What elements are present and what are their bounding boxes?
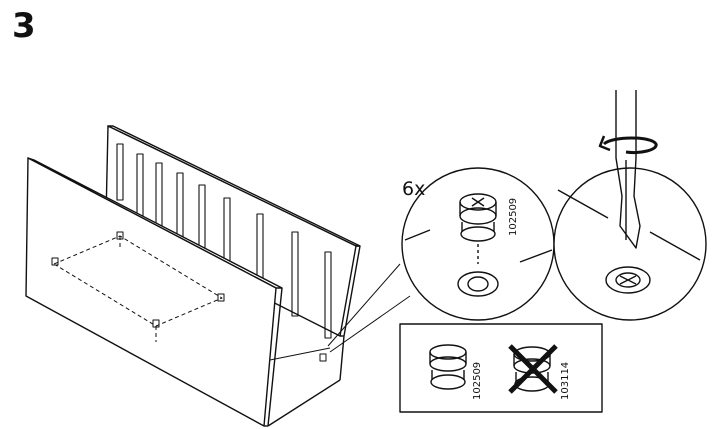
- drilling-guide: [53, 235, 223, 342]
- correct-part-number: 102509: [472, 361, 483, 400]
- front-panel: [25, 157, 283, 427]
- cross-out-icon: [508, 344, 558, 394]
- comparison-box: [399, 323, 603, 413]
- step-number: 3: [12, 6, 36, 46]
- screwdriver-icon: [615, 90, 641, 249]
- detail-circle-cam-lock: [401, 167, 555, 321]
- cam-lock-fittings: [51, 231, 327, 362]
- detail-circle-screwdriver: [553, 90, 707, 321]
- back-panel: [105, 125, 361, 337]
- cam-lock-correct-icon: [429, 344, 467, 390]
- cam-lock-icon: [459, 193, 497, 242]
- wrong-part-number: 103114: [560, 361, 571, 400]
- part-number-label: 102509: [508, 197, 519, 236]
- clockwise-arrow-icon: [598, 135, 658, 154]
- quantity-label: 6x: [402, 178, 426, 200]
